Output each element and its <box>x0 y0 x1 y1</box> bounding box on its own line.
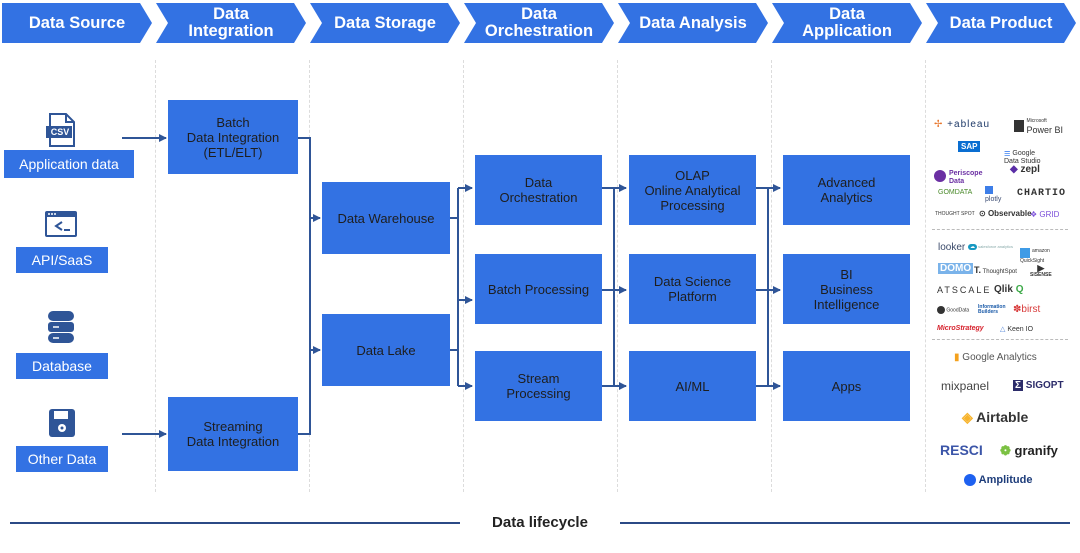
data-orchestration: Data Orchestration <box>475 155 602 225</box>
google-data-studio-logo: ≡Google Data Studio <box>1004 148 1041 166</box>
salesforce-analytics-logo: ☁ salesforce analytics <box>968 244 1014 250</box>
information-builders-logo: Information Builders <box>978 304 1006 315</box>
thoughtspot-icon: T. <box>974 265 982 275</box>
keen-io-logo: △ Keen IO <box>1000 326 1034 333</box>
power-bi-icon <box>1014 120 1024 132</box>
zepl-logo: ◆ zepl <box>1010 164 1040 175</box>
thoughtspot-small-logo: THOUGHT SPOT <box>935 211 975 217</box>
airtable-icon: ◈ <box>962 409 973 425</box>
salesforce-cloud-icon: ☁ <box>968 244 977 250</box>
quicksight-icon <box>1020 248 1030 258</box>
domo-logo: DOMO <box>938 263 974 274</box>
terminal-window-icon <box>44 210 78 243</box>
sisense-icon: ▶ <box>1037 263 1045 273</box>
stage-data-source: Data Source <box>2 3 152 43</box>
quicksight-logo: amazon QuickSight <box>1020 248 1050 264</box>
lifecycle-line-right <box>620 522 1070 524</box>
atscale-logo: ATSCALE <box>937 285 992 295</box>
qlik-logo: Qlik Q <box>994 284 1024 295</box>
data-science-platform: Data Science Platform <box>629 254 756 324</box>
granify-logo: ❁ granify <box>1000 443 1058 458</box>
advanced-analytics: Advanced Analytics <box>783 155 910 225</box>
plotly-logo: plotly <box>985 186 1001 203</box>
google-analytics-logo: ▮ Google Analytics <box>954 352 1037 363</box>
olap-box: OLAP Online Analytical Processing <box>629 155 756 225</box>
keen-io-icon: △ <box>1000 326 1006 333</box>
zepl-icon: ◆ <box>1010 164 1018 175</box>
periscope-data-logo: Periscope Data <box>934 162 982 186</box>
sap-logo: SAP <box>958 141 981 152</box>
source-api-saas: API/SaaS <box>16 247 108 273</box>
column-divider <box>155 60 156 492</box>
sisense-logo: ▶SISENSE <box>1030 263 1052 279</box>
stage-data-product: Data Product <box>926 3 1076 43</box>
airtable-logo: ◈ Airtable <box>962 409 1029 425</box>
apps-box: Apps <box>783 351 910 421</box>
gooddata-logo: GoodData <box>937 306 969 314</box>
floppy-disk-icon <box>48 408 76 443</box>
stage-data-analysis: Data Analysis <box>618 3 768 43</box>
column-divider <box>463 60 464 492</box>
birst-logo: ✽birst <box>1013 304 1041 315</box>
source-database: Database <box>16 353 108 379</box>
resci-logo: RESCI <box>940 442 983 458</box>
observable-logo: ⊙ Observable <box>979 209 1032 218</box>
column-divider <box>617 60 618 492</box>
amplitude-logo: Amplitude <box>964 474 1032 487</box>
data-studio-icon: ≡ <box>1004 148 1011 160</box>
source-application-data: Application data <box>4 150 134 178</box>
batch-data-integration: Batch Data Integration (ETL/ELT) <box>168 100 298 174</box>
stage-data-application: Data Application <box>772 3 922 43</box>
bi-business-intelligence: BI Business Intelligence <box>783 254 910 324</box>
mixpanel-logo: mixpanel <box>941 379 990 393</box>
batch-processing: Batch Processing <box>475 254 602 324</box>
source-other-data: Other Data <box>16 446 108 472</box>
grid-logo: ❖ GRID <box>1030 210 1060 219</box>
chartio-logo: CHARTIO <box>1017 188 1067 199</box>
lifecycle-line-left <box>10 522 460 524</box>
periscope-icon <box>934 170 946 182</box>
tableau-logo: ✢ +ableau <box>934 119 991 130</box>
stage-data-integration: Data Integration <box>156 3 306 43</box>
column-divider <box>771 60 772 492</box>
amplitude-icon <box>964 474 976 487</box>
stage-data-storage: Data Storage <box>310 3 460 43</box>
stage-data-orchestration: Data Orchestration <box>464 3 614 43</box>
thoughtspot-logo: T. ThoughtSpot <box>974 265 1017 275</box>
birst-icon: ✽ <box>1013 304 1022 315</box>
microstrategy-logo: MicroStrategy <box>937 325 984 332</box>
product-group-separator <box>932 229 1068 230</box>
product-group-separator <box>932 339 1068 340</box>
streaming-data-integration: Streaming Data Integration <box>168 397 298 471</box>
gooddata-icon <box>937 306 945 314</box>
data-warehouse: Data Warehouse <box>322 182 450 254</box>
power-bi-logo: Microsoft Power BI <box>1014 117 1063 135</box>
granify-icon: ❁ <box>1000 443 1011 458</box>
stream-processing: Stream Processing <box>475 351 602 421</box>
lifecycle-label: Data lifecycle <box>492 514 588 531</box>
sigopt-logo: Σ SIGOPT <box>1013 380 1064 391</box>
plotly-icon <box>985 186 993 194</box>
gooddata-small-logo: GOMDATA <box>938 189 973 196</box>
database-icon <box>47 309 75 350</box>
google-analytics-icon: ▮ <box>954 352 960 363</box>
data-lake: Data Lake <box>322 314 450 386</box>
grid-icon: ❖ <box>1030 210 1038 219</box>
tableau-mark-icon: ✢ <box>934 119 944 130</box>
csv-file-icon: CSV <box>46 113 76 152</box>
looker-logo: looker <box>938 242 966 253</box>
ai-ml-box: AI/ML <box>629 351 756 421</box>
observable-icon: ⊙ <box>979 209 986 218</box>
sigopt-icon: Σ <box>1013 380 1024 391</box>
data-lifecycle-footer: Data lifecycle <box>0 510 1080 536</box>
column-divider <box>925 60 926 492</box>
qlik-icon: Q <box>1015 284 1024 295</box>
